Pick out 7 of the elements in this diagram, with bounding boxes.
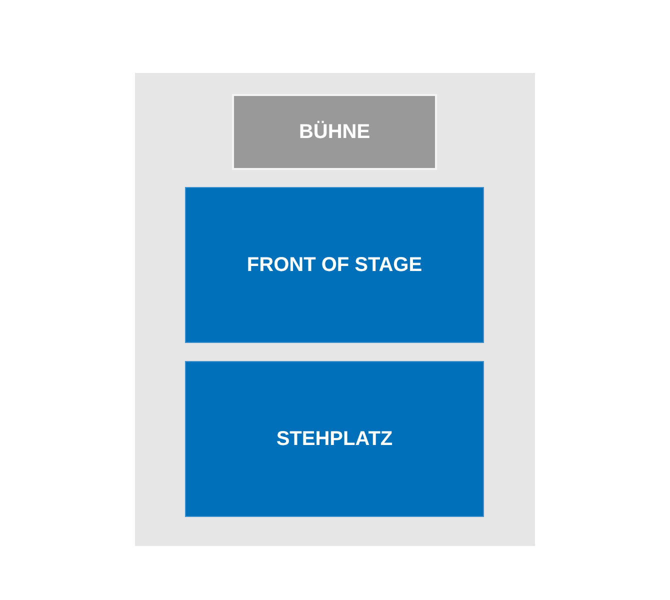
area-label: FRONT OF STAGE [246,253,422,277]
venue-floor [135,73,535,546]
stage-block [232,94,437,170]
area-label: STEHPLATZ [276,427,393,451]
stage-label: BÜHNE [298,120,370,144]
standing-area-block [185,187,484,343]
standing-area-block [185,361,484,517]
